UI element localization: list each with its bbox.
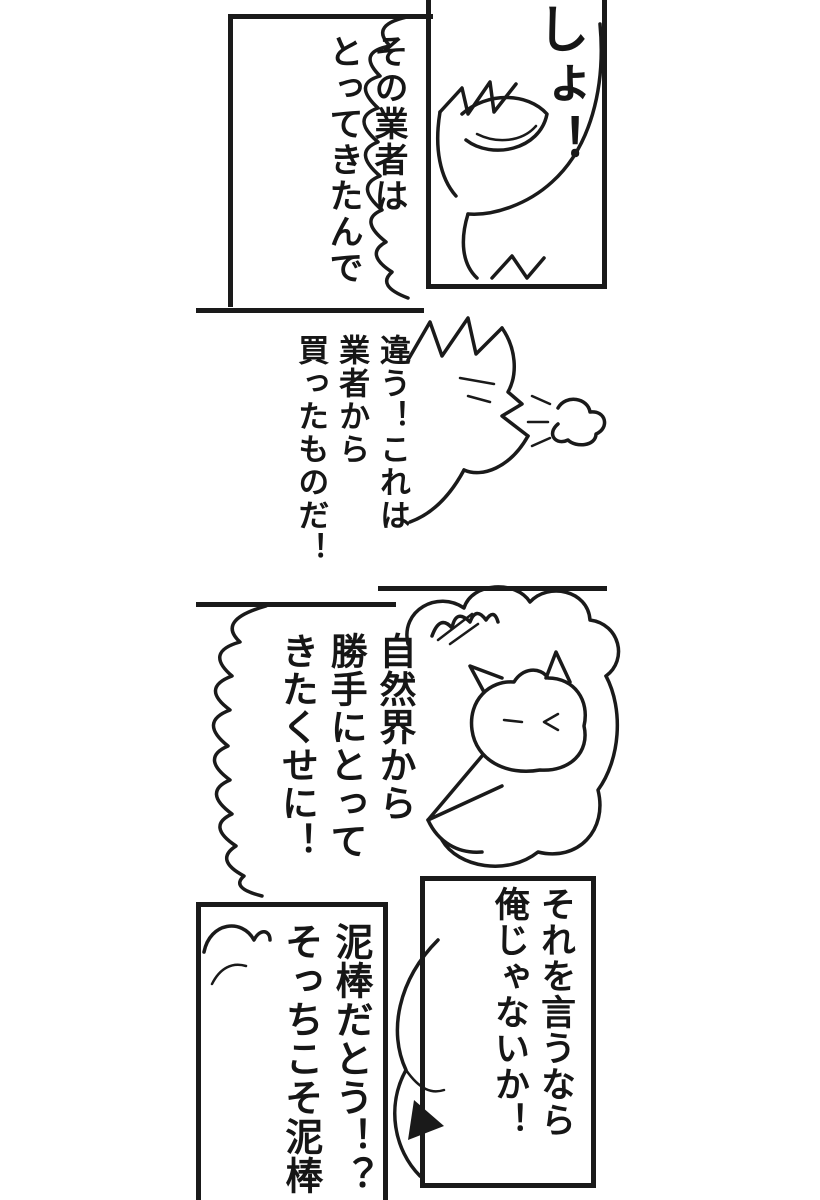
shouting-profile-sketch xyxy=(406,316,607,524)
cat-character-sketch xyxy=(405,585,621,868)
panel1-shout-text: しょ！ xyxy=(528,2,592,182)
panel4-right-speech-text: それを言うなら 俺じゃないか！ xyxy=(438,886,578,1170)
speech-column: そっちこそ泥棒 xyxy=(278,922,323,1195)
speech-column: 違う！これは xyxy=(374,334,410,532)
speech-column: きたくせに！ xyxy=(275,632,319,860)
panel2-top-border xyxy=(196,308,424,313)
bubble-wavy-edge-icon xyxy=(362,14,414,300)
speech-column: 自然界から xyxy=(373,632,416,822)
speech-column: 買ったものだ！ xyxy=(292,334,329,565)
speech-column: 泥棒だとう！？ xyxy=(329,922,373,1195)
collar-shade xyxy=(408,1100,444,1140)
breath-puff-icon xyxy=(550,397,607,447)
panel3-speech-text: 自然界から 勝手にとって きたくせに！ xyxy=(266,632,418,892)
panel1-divider xyxy=(426,0,431,288)
panel4-left-border xyxy=(196,902,388,1200)
screaming-face-sketch xyxy=(436,22,603,280)
panel2-speech-text: 違う！これは 業者から 買ったものだ！ xyxy=(250,334,412,592)
speech-column: 業者から xyxy=(333,334,370,466)
panel1-speech-text: その業者は とってきたんで xyxy=(240,34,410,296)
panel3-top-border xyxy=(196,602,396,607)
panel1-bottom-border xyxy=(426,284,607,289)
panel4-left-speech-text: 泥棒だとう！？ そっちこそ泥棒 xyxy=(264,922,376,1200)
speech-column: 俺じゃないか！ xyxy=(488,886,529,1138)
head-top-sketch xyxy=(202,924,272,986)
anger-scribble-icon xyxy=(430,611,500,638)
head-back-sketch xyxy=(393,938,446,1178)
speech-column: とってきたんで xyxy=(323,34,364,286)
speech-column: それを言うなら xyxy=(535,886,575,1138)
speech-column: その業者は xyxy=(368,34,408,214)
speech-column: しょ！ xyxy=(528,2,588,170)
panel4-right-border xyxy=(420,876,596,1188)
panel1-right-border xyxy=(602,0,607,288)
panel1-bubble-border xyxy=(228,14,433,307)
speech-column: 勝手にとって xyxy=(324,632,368,860)
bubble-wavy-edge-icon xyxy=(211,604,268,898)
